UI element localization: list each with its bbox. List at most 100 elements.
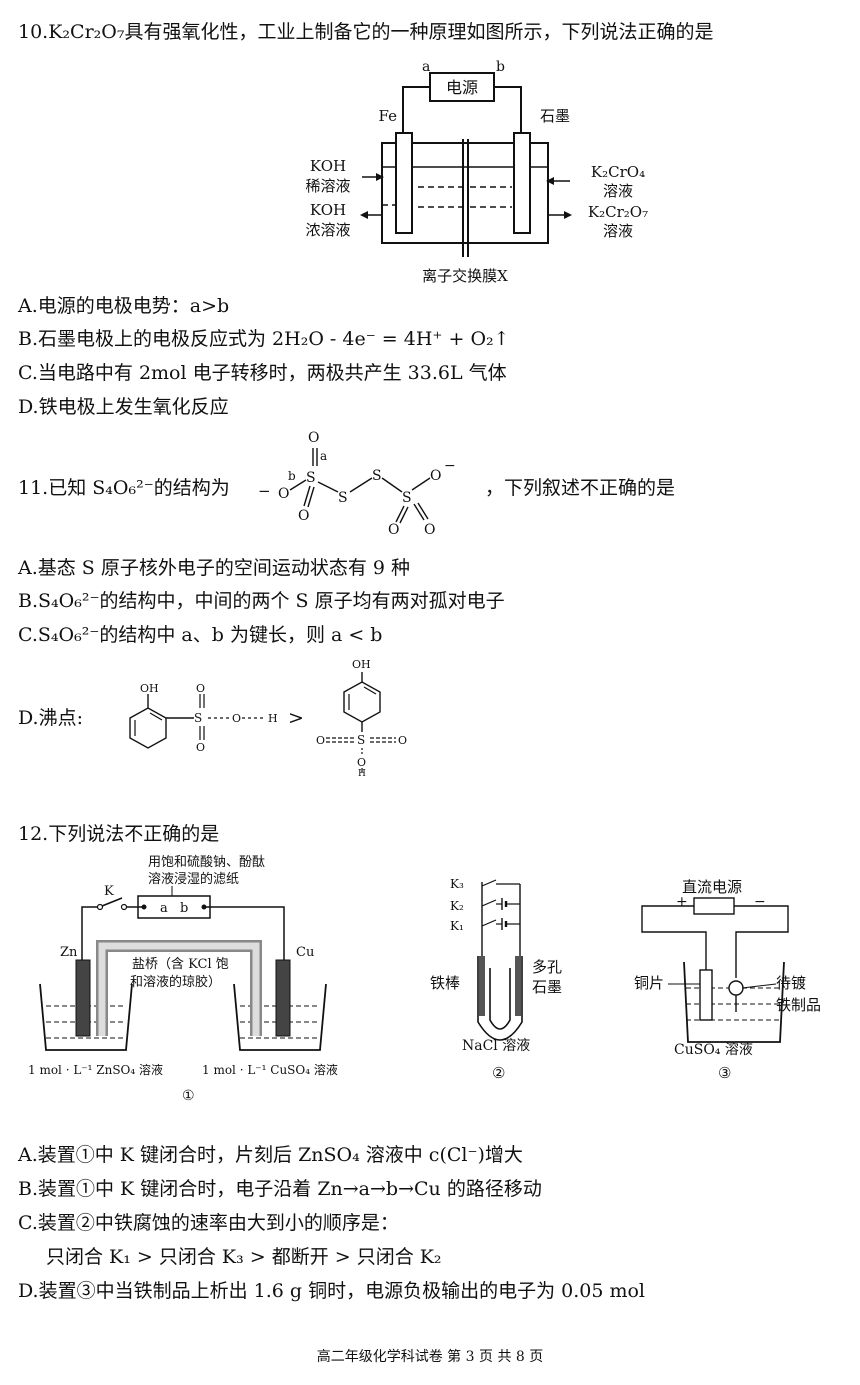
q12-fig1-right-beaker — [233, 983, 327, 1051]
q12-fig3-right-label-1: 待镀 — [776, 974, 806, 992]
q11-d-para-o-bottom: O — [357, 756, 366, 769]
q12-fig3-copper-sheet — [699, 969, 713, 1021]
q12-option-c-order: 只闭合 K₁ > 只闭合 K₃ > 都断开 > 只闭合 K₂ — [46, 1246, 442, 1268]
q10-electrolysis-diagram: 电源 a b Fe 石墨 KOH 稀溶液 KOH 浓溶液 K₂CrO₄ 溶液 K… — [305, 59, 648, 285]
q10-right-out-1: K₂Cr₂O₇ — [588, 203, 648, 221]
q12-fig2-right-label-2: 石墨 — [532, 978, 562, 996]
q11-minus-left: − — [258, 482, 271, 500]
q12-fig1-cu-electrode — [275, 959, 291, 1037]
q10-option-d: D.铁电极上发生氧化反应 — [18, 396, 229, 418]
q12-fig1-switch-k: K — [104, 884, 114, 899]
q12-fig2-k1: K₁ — [450, 919, 464, 933]
q12-stem: 12.下列说法不正确的是 — [18, 823, 220, 845]
q11-d-ortho-h: H — [268, 712, 278, 725]
q12-fig3-minus: − — [754, 894, 766, 910]
q10-left-in-1: KOH — [310, 157, 346, 175]
q11-option-d-prefix: D.沸点: — [18, 707, 83, 729]
q12-fig3-plus: + — [676, 894, 688, 910]
q10-stem: 10.K₂Cr₂O₇具有强氧化性，工业上制备它的一种原理如图所示，下列说法正确的… — [18, 21, 714, 43]
q12-fig1-paper-label-2: 溶液浸湿的滤纸 — [148, 871, 239, 887]
q12-fig2-k3: K₃ — [450, 877, 464, 891]
q11-o-right: O — [430, 468, 441, 484]
q12-fig1-left-beaker — [39, 983, 133, 1051]
q12-figure-2: K₃ K₂ K₁ 铁棒 多孔 石墨 NaCl 溶液 ② — [430, 877, 562, 1082]
q12-fig1-paper-b: b — [180, 901, 188, 916]
q12-fig3-power: 直流电源 — [682, 878, 742, 896]
q12-option-b: B.装置①中 K 键闭合时，电子沿着 Zn→a→b→Cu 的路径移动 — [18, 1178, 542, 1200]
q12-fig3-number: ③ — [718, 1064, 731, 1082]
q11-d-ortho-o-bottom: O — [196, 741, 205, 752]
q11-o-top: O — [308, 430, 319, 446]
q11-bond-b: b — [288, 469, 296, 483]
q11-o-bottom-left: O — [298, 508, 309, 524]
q12-fig2-iron-rod — [479, 956, 485, 1016]
q12-fig3-solution: CuSO₄ 溶液 — [674, 1042, 753, 1058]
q11-bond-a: a — [320, 449, 327, 463]
q12-fig1-right-solution: 1 mol · L⁻¹ CuSO₄ 溶液 — [202, 1062, 338, 1077]
q11-o-left: O — [278, 486, 289, 502]
q12-figure-3: 直流电源 + − 铜片 待镀 铁制品 CuSO₄ 溶液 ③ — [634, 878, 821, 1082]
q12-fig2-u-tube — [477, 956, 523, 1041]
q12-fig2-solution: NaCl 溶液 — [462, 1038, 530, 1054]
q11-stem-prefix: 11.已知 S₄O₆²⁻的结构为 — [18, 477, 230, 499]
q10-option-a: A.电源的电极电势：a>b — [18, 295, 230, 317]
q11-option-a: A.基态 S 原子核外电子的空间运动状态有 9 种 — [18, 557, 411, 579]
q11-option-c: C.S₄O₆²⁻的结构中 a、b 为键长，则 a < b — [18, 624, 383, 646]
q10-left-out-2: 浓溶液 — [305, 221, 350, 239]
q12-fig1-left-solution: 1 mol · L⁻¹ ZnSO₄ 溶液 — [28, 1062, 163, 1077]
q12-fig1-cu-label: Cu — [296, 945, 314, 960]
q11-s2: S — [338, 490, 348, 506]
q12-fig2-graphite — [515, 956, 521, 1016]
q12-fig1-zn-label: Zn — [60, 945, 78, 960]
q11-d-ortho-compound: OH S O O O H — [129, 682, 278, 752]
q12-fig2-number: ② — [492, 1064, 505, 1082]
q12-fig1-salt-bridge-2: 和溶液的琼胶） — [130, 974, 221, 990]
q12-option-a: A.装置①中 K 键闭合时，片刻后 ZnSO₄ 溶液中 c(Cl⁻)增大 — [18, 1144, 523, 1166]
q10-left-in-2: 稀溶液 — [305, 177, 350, 195]
q11-d-para-s: S — [357, 733, 365, 747]
q10-option-b: B.石墨电极上的电极反应式为 2H₂O - 4e⁻ = 4H⁺ + O₂↑ — [18, 328, 510, 350]
q10-fe-label: Fe — [379, 107, 398, 125]
q10-option-c: C.当电路中有 2mol 电子转移时，两极共产生 33.6L 气体 — [18, 362, 507, 384]
q12-fig3-iron-item — [728, 980, 744, 996]
q12-fig1-salt-bridge-1: 盐桥（含 KCl 饱 — [132, 956, 229, 972]
q11-o-bottom-right: O — [424, 522, 435, 538]
q10-terminal-b: b — [496, 59, 505, 75]
q10-membrane-label: 离子交换膜X — [422, 267, 508, 285]
q11-d-para-o-right: O — [398, 734, 407, 747]
q11-d-ortho-o-right: O — [232, 712, 241, 725]
q11-d-para-oh: OH — [352, 658, 371, 671]
q10-terminal-a: a — [422, 59, 430, 75]
q11-d-ortho-s: S — [194, 711, 202, 725]
q10-cell-tank — [381, 142, 549, 244]
q12-fig3-beaker — [683, 961, 785, 1043]
q12-fig1-paper-label-1: 用饱和硫酸钠、酚酞 — [148, 855, 265, 870]
page-footer: 高二年级化学科试卷 第 3 页 共 8 页 — [316, 1349, 544, 1365]
q11-minus-right: − — [444, 458, 456, 474]
q11-d-ortho-oh: OH — [140, 682, 159, 695]
q10-left-out-1: KOH — [310, 201, 346, 219]
q12-fig3-power-box — [693, 897, 735, 915]
q10-power-label: 电源 — [446, 78, 478, 97]
q12-option-c: C.装置②中铁腐蚀的速率由大到小的顺序是： — [18, 1212, 399, 1234]
q11-s3: S — [372, 468, 382, 484]
q12-fig2-right-label-1: 多孔 — [532, 958, 562, 976]
q11-stem-suffix: ，下列叙述不正确的是 — [485, 477, 676, 499]
q12-fig1-paper-a: a — [160, 901, 168, 916]
q12-fig1-number: ① — [182, 1088, 195, 1104]
q12-fig2-left-label: 铁棒 — [430, 974, 460, 992]
q10-right-out-2: 溶液 — [603, 222, 633, 240]
q11-s1: S — [306, 470, 316, 486]
q11-d-compare: > — [288, 707, 304, 729]
q12-fig3-left-label: 铜片 — [634, 974, 664, 992]
q11-d-para-h: H — [358, 769, 366, 776]
q12-option-d: D.装置③中当铁制品上析出 1.6 g 铜时，电源负极输出的电子为 0.05 m… — [18, 1280, 646, 1302]
q10-fe-electrode — [395, 132, 413, 234]
q12-fig3-right-label-2: 铁制品 — [776, 996, 821, 1014]
q12-fig1-zn-electrode — [75, 959, 91, 1037]
q11-option-b: B.S₄O₆²⁻的结构中，中间的两个 S 原子均有两对孤对电子 — [18, 590, 505, 612]
q10-graphite-electrode — [513, 132, 531, 234]
q12-figure-1: 用饱和硫酸钠、酚酞 溶液浸湿的滤纸 a b K Zn Cu 盐桥（含 KCl 饱… — [28, 855, 338, 1104]
q11-o-bottom-mid: O — [388, 522, 399, 538]
q12-fig2-k2: K₂ — [450, 899, 464, 913]
